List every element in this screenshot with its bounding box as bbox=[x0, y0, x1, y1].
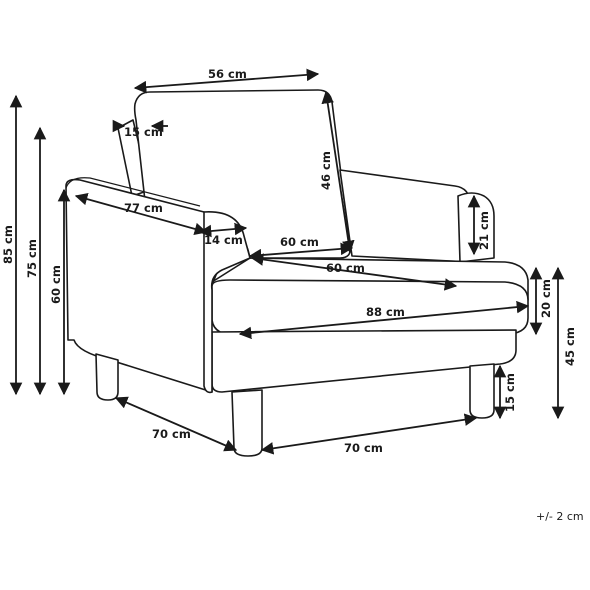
label-back-top-height: 75 cm bbox=[25, 239, 39, 278]
arm-width-line bbox=[198, 222, 248, 238]
label-leg-height: 15 cm bbox=[503, 373, 517, 412]
total-depth-line bbox=[114, 396, 238, 452]
label-back-height: 46 cm bbox=[319, 151, 333, 190]
label-total-height: 85 cm bbox=[1, 225, 15, 264]
label-arm-width: 14 cm bbox=[204, 233, 243, 247]
label-back-width: 56 cm bbox=[208, 67, 247, 81]
label-total-width: 70 cm bbox=[344, 441, 383, 455]
label-seat-height: 45 cm bbox=[563, 327, 577, 366]
back-width-line bbox=[133, 68, 320, 94]
right-armrest bbox=[339, 169, 471, 263]
left-armrest-top bbox=[65, 177, 201, 207]
leg-back-left bbox=[95, 353, 119, 401]
label-arm-depth: 77 cm bbox=[124, 201, 163, 215]
label-cushion-height: 20 cm bbox=[539, 279, 553, 318]
seat-front-width-line bbox=[238, 300, 530, 340]
leg-front-left bbox=[231, 389, 263, 457]
total-width-line bbox=[260, 413, 478, 455]
seat-inner-width-line bbox=[250, 253, 458, 291]
label-back-thickness: 15 cm bbox=[124, 125, 163, 139]
arm-depth-line bbox=[74, 192, 208, 236]
label-seat-front-width: 88 cm bbox=[366, 305, 405, 319]
label-seat-depth: 60 cm bbox=[280, 235, 319, 249]
label-seat-inner-width: 60 cm bbox=[326, 261, 365, 275]
tolerance-note: +/- 2 cm bbox=[536, 510, 584, 523]
back-height-line bbox=[321, 90, 355, 254]
leg-front-right bbox=[469, 363, 495, 419]
dimension-labels: 56 cm 15 cm 46 cm 77 cm 14 cm 60 cm 60 c… bbox=[1, 67, 584, 523]
armchair-drawing bbox=[65, 89, 529, 457]
label-arm-height-above-seat: 21 cm bbox=[477, 211, 491, 250]
label-arm-height: 60 cm bbox=[49, 265, 63, 304]
label-total-depth: 70 cm bbox=[152, 427, 191, 441]
dimension-lines bbox=[9, 68, 565, 455]
